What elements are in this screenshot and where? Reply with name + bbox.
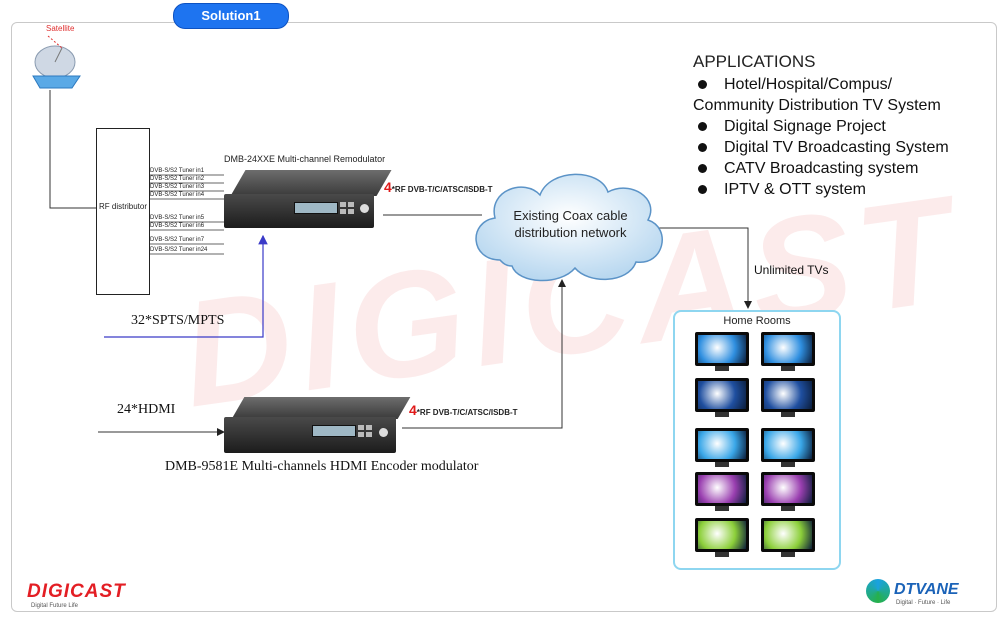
remodulator-label: DMB-24XXE Multi-channel Remodulator [224, 154, 386, 164]
tv-screen-icon [761, 428, 815, 467]
application-item: Digital Signage Project [693, 116, 949, 137]
bullet-icon [698, 80, 707, 89]
bullet-icon [698, 143, 707, 152]
tuner-label: DVB-S/S2 Tuner in2 [150, 176, 205, 182]
application-item: Community Distribution TV System [693, 97, 941, 114]
applications-title: APPLICATIONS [693, 52, 816, 71]
remodulator-device [224, 170, 392, 232]
application-item: IPTV & OTT system [693, 179, 949, 200]
dtvane-tagline: Digital · Future · Life [896, 600, 951, 606]
solution-tab[interactable]: Solution1 [173, 3, 289, 29]
satellite-dish-icon [32, 35, 81, 89]
rf-distributor-box [96, 128, 150, 295]
hdmi-input-label: 24*HDMI [117, 402, 176, 417]
tuner-label: DVB-S/S2 Tuner in5 [150, 215, 205, 221]
satellite-label: Satellite [46, 24, 75, 33]
bullet-icon [698, 122, 707, 131]
home-rooms-label: Home Rooms [723, 315, 791, 327]
tv-screen-icon [761, 518, 815, 557]
dtvane-logo-text: DTVANE [894, 581, 959, 598]
application-item: Digital TV Broadcasting System [693, 137, 949, 158]
spts-input-label: 32*SPTS/MPTS [131, 313, 225, 328]
unlimited-tvs-label: Unlimited TVs [754, 263, 829, 277]
digicast-logo-text: DIGICAST [27, 581, 126, 602]
tv-screen-icon [695, 378, 749, 417]
bullet-icon [698, 185, 707, 194]
tv-screen-icon [695, 472, 749, 511]
encoder-device [224, 397, 411, 457]
tv-screen-icon [695, 428, 749, 467]
tuner-label: DVB-S/S2 Tuner in1 [150, 168, 205, 174]
digicast-logo: DIGICAST Digital Future Life [27, 581, 126, 609]
tuner-label: DVB-S/S2 Tuner in7 [150, 237, 205, 243]
diagram-frame [11, 22, 997, 612]
tv-screen-icon [695, 332, 749, 371]
encoder-output-label: 4*RF DVB-T/C/ATSC/ISDB-T [409, 402, 518, 420]
network-label: Existing Coax cable distribution network [513, 208, 628, 240]
remodulator-output-label: 4*RF DVB-T/C/ATSC/ISDB-T [384, 179, 493, 197]
application-item: Hotel/Hospital/Compus/ [693, 74, 949, 95]
remodulator-output-text: *RF DVB-T/C/ATSC/ISDB-T [391, 185, 493, 194]
applications-list: Hotel/Hospital/Compus/ Community Distrib… [693, 74, 949, 200]
encoder-output-text: *RF DVB-T/C/ATSC/ISDB-T [416, 408, 518, 417]
encoder-output-count: 4 [409, 402, 417, 418]
tv-screen-icon [761, 332, 815, 371]
tuner-label: DVB-S/S2 Tuner in24 [150, 247, 208, 253]
tv-screen-icon [761, 472, 815, 511]
tv-screen-icon [761, 378, 815, 417]
dtvane-logo-icon [866, 579, 890, 603]
network-cloud-icon [475, 173, 663, 282]
tuner-label: DVB-S/S2 Tuner in3 [150, 184, 205, 190]
digicast-tagline: Digital Future Life [31, 603, 79, 609]
tuner-label: DVB-S/S2 Tuner in4 [150, 192, 205, 198]
tuner-label: DVB-S/S2 Tuner in6 [150, 223, 205, 229]
tv-screen-icon [695, 518, 749, 557]
bullet-icon [698, 164, 707, 173]
application-item: CATV Broadcasting system [693, 158, 949, 179]
rf-distributor-label: RF distributor [98, 202, 147, 211]
home-rooms-panel: Home Rooms [673, 310, 841, 570]
encoder-label: DMB-9581E Multi-channels HDMI Encoder mo… [165, 459, 479, 474]
remodulator-output-count: 4 [384, 179, 392, 195]
